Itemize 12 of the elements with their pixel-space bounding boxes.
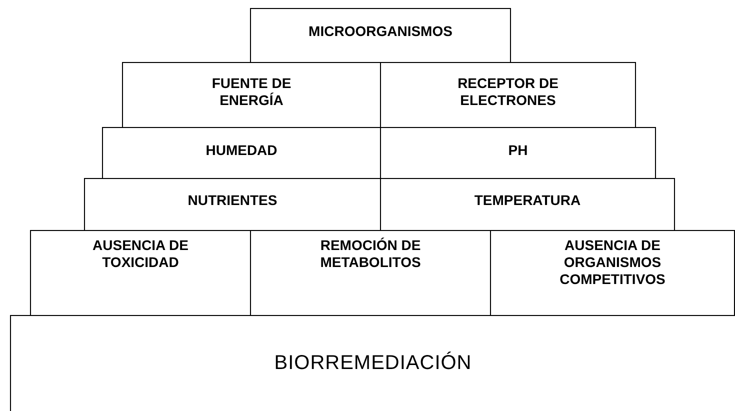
box-label: BIORREMEDIACIÓN: [273, 351, 473, 375]
box-label: MICROORGANISMOS: [308, 23, 454, 40]
box-label: REMOCIÓN DE METABOLITOS: [319, 237, 422, 271]
box-label: RECEPTOR DE ELECTRONES: [456, 75, 560, 109]
pyramid-box: [250, 8, 511, 63]
box-label: PH: [507, 142, 529, 159]
box-label: AUSENCIA DE TOXICIDAD: [92, 237, 190, 271]
box-label: FUENTE DE ENERGÍA: [210, 75, 292, 109]
box-label: AUSENCIA DE ORGANISMOS COMPETITIVOS: [558, 237, 666, 288]
box-label: HUMEDAD: [204, 142, 278, 159]
box-label: NUTRIENTES: [186, 192, 278, 209]
box-label: TEMPERATURA: [473, 192, 582, 209]
